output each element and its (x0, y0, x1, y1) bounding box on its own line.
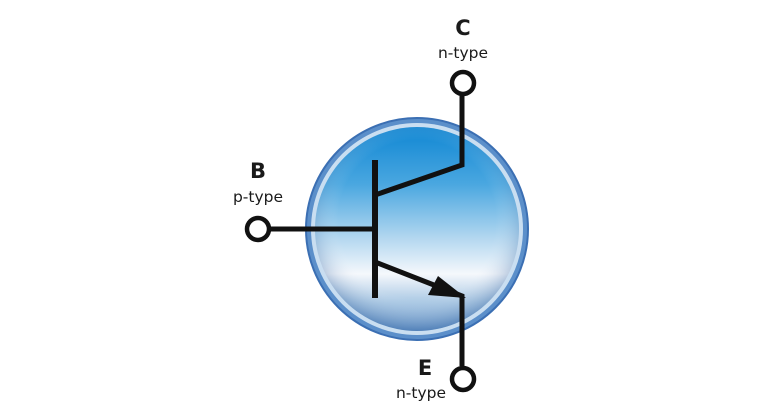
emitter-terminal (449, 365, 477, 393)
emitter-type-label: n-type (396, 384, 446, 402)
transistor-sphere (305, 117, 529, 341)
collector-letter: C (455, 16, 470, 40)
base-type-label: p-type (233, 188, 283, 206)
base-terminal (244, 215, 272, 243)
collector-type-label: n-type (438, 44, 488, 62)
collector-terminal (449, 69, 477, 97)
emitter-letter: E (418, 356, 432, 380)
collector-lead (374, 95, 465, 198)
base-letter: B (250, 159, 266, 183)
sphere-shading (315, 127, 519, 331)
transistor-symbol (270, 95, 466, 366)
emitter-arrow-icon (428, 276, 466, 298)
